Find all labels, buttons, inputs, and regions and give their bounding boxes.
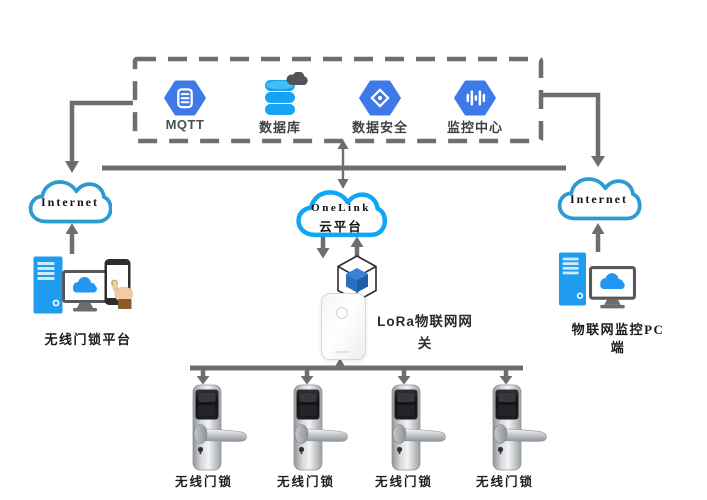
arrowhead-down-right-cloud: [591, 156, 605, 167]
onelink-cloud: [296, 190, 387, 238]
iot-cube-icon: [337, 255, 377, 302]
onelink-name-label: OneLink: [311, 202, 371, 214]
right-elbow-line: [541, 92, 601, 156]
monitor-right-icon: [589, 266, 636, 309]
lock-label-3: 无线门锁: [374, 475, 433, 489]
service-label-monitor-center: 监控中心: [446, 120, 503, 135]
lock-label-2: 无线门锁: [276, 475, 335, 489]
arrowhead-up-onelink: [350, 236, 364, 247]
door-lock-icon-4: [492, 384, 547, 471]
lock-platform-label: 无线门锁平台: [44, 332, 132, 347]
server-tower-right-icon: [559, 252, 586, 306]
arrowhead-up-gateway: [333, 358, 347, 370]
database-cloud-overlay: [286, 72, 308, 85]
gateway-port-slot: [335, 351, 350, 353]
gateway-label: LoRa物联网网关: [377, 314, 473, 352]
arrowhead-down-lock-1: [196, 376, 210, 385]
cloud-glyph: [73, 277, 97, 293]
onelink-label-group: OneLink 云平台: [295, 202, 387, 235]
door-lock-icon-2: [293, 384, 348, 471]
arrowhead-up-left-internet: [65, 223, 79, 234]
arrowhead-down-cube: [316, 248, 330, 259]
service-label-security: 数据安全: [351, 120, 408, 135]
smartphone-hand-icon: [104, 259, 133, 309]
arrowhead-down-left-cloud: [65, 161, 79, 173]
monitor-center-icon: [454, 80, 496, 116]
door-lock-icon-1: [192, 384, 247, 471]
left-elbow-line: [69, 100, 133, 161]
arrowhead-down-lock-3: [397, 376, 411, 385]
lora-gateway-device: [321, 293, 366, 360]
mqtt-icon: [164, 80, 206, 116]
service-label-database: 数据库: [258, 120, 301, 135]
cloud-glyph: [600, 273, 625, 290]
service-label-mqtt: MQTT: [165, 117, 205, 132]
pc-monitor-label: 物联网监控PC端: [571, 322, 665, 355]
onelink-subtitle-label: 云平台: [319, 220, 363, 234]
data-security-icon: [359, 80, 401, 116]
arrowheads: [65, 139, 605, 385]
database-icon: [265, 72, 308, 115]
server-tower-left-icon: [33, 256, 63, 314]
lock-label-4: 无线门锁: [475, 475, 534, 489]
internet-cloud-left: [28, 180, 112, 224]
arrowhead-up-services: [337, 139, 349, 149]
gateway-led-ring: [336, 307, 348, 319]
pointing-hand: [112, 280, 133, 309]
internet-right-label: Internet: [570, 192, 628, 207]
arrowhead-down-lock-2: [300, 376, 314, 385]
internet-left-label: Internet: [41, 195, 99, 210]
arrowhead-down-lock-4: [499, 376, 513, 385]
arrowhead-up-right-internet: [591, 223, 605, 234]
lock-label-1: 无线门锁: [174, 475, 233, 489]
monitor-left-icon: [62, 270, 108, 312]
internet-cloud-right: [557, 177, 642, 221]
services-dashed-border: [132, 56, 544, 144]
door-lock-icon-3: [391, 384, 446, 471]
arrowhead-down-onelink: [337, 179, 349, 189]
